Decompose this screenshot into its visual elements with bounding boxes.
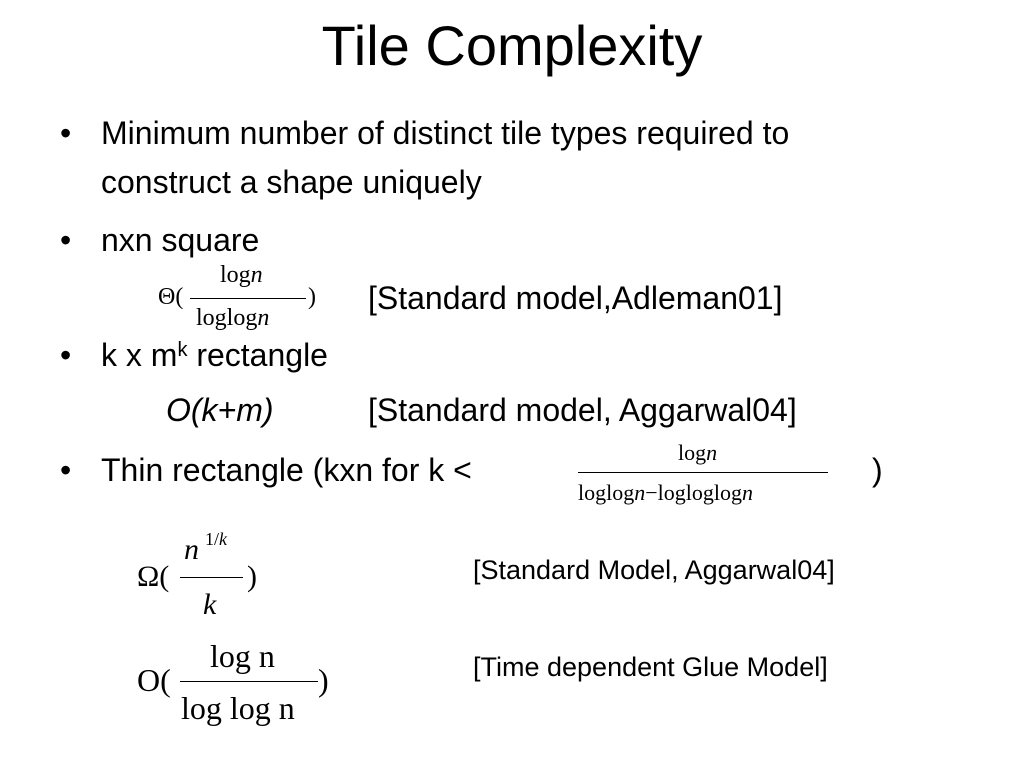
slide-title: Tile Complexity (321, 14, 703, 77)
fraction-bar (190, 298, 306, 299)
superscript-k: k (177, 339, 188, 361)
denominator-b: logloglog (657, 480, 742, 505)
fraction-bar (578, 472, 828, 473)
formula-suffix: ) (308, 284, 316, 310)
bullet-4-text: Thin rectangle (kxn for k < (101, 452, 472, 488)
denominator-a: loglog (578, 480, 635, 505)
bullet-3-text-a: k x m (101, 337, 178, 373)
formula-denominator: loglogn−logloglogn (578, 480, 753, 506)
citation-aggarwal04-a: [Standard model, Aggarwal04] (368, 392, 797, 428)
bullet-3-text: k x mk rectangle (101, 336, 328, 379)
bullet-1-line-1: Minimum number of distinct tile types re… (101, 115, 790, 151)
bullet-dot: • (60, 222, 72, 258)
formula-numerator: logn (678, 440, 717, 466)
numerator-var: n (184, 533, 199, 566)
bullet-1-line-2: construct a shape uniquely (101, 164, 482, 200)
bullet-dot: • (60, 337, 72, 373)
denominator-b-var: n (742, 480, 753, 505)
formula-numerator: log n (210, 638, 275, 674)
exponent-var: k (219, 529, 228, 549)
denominator-operator: − (645, 480, 658, 505)
numerator-text: log (678, 440, 707, 465)
formula-exponent: 1/k (205, 529, 227, 550)
citation-glue-model: [Time dependent Glue Model] (473, 652, 828, 682)
formula-prefix: Ω( (137, 560, 170, 593)
formula-denominator: loglogn (196, 305, 269, 332)
formula-denominator: k (203, 588, 216, 622)
fraction-bar (180, 577, 243, 578)
bullet-3-text-b: rectangle (187, 337, 328, 373)
citation-adleman01: [Standard model,Adleman01] (368, 280, 783, 316)
formula-numerator: n (184, 533, 199, 567)
numerator-var: n (706, 440, 718, 465)
bullet-dot: • (60, 452, 72, 488)
bullet-dot: • (60, 115, 72, 151)
denominator-var: k (203, 588, 217, 621)
bullet-2-text: nxn square (101, 222, 260, 258)
formula-suffix: ) (318, 662, 329, 698)
formula-prefix: O( (137, 662, 171, 698)
formula-o-k-plus-m: O(k+m) (166, 392, 274, 428)
formula-prefix: Θ( (158, 284, 184, 310)
fraction-bar (180, 681, 318, 682)
numerator-var: n (250, 262, 263, 288)
bullet-4-close-paren: ) (872, 452, 883, 488)
denominator-var: n (257, 305, 270, 331)
formula-denominator: log log n (181, 690, 295, 726)
denominator-a-var: n (634, 480, 646, 505)
formula-numerator: logn (220, 262, 263, 289)
exponent-text: 1/ (205, 529, 220, 549)
numerator-text: log (220, 262, 251, 288)
formula-suffix: ) (247, 560, 257, 593)
denominator-text: loglog (196, 305, 258, 331)
citation-aggarwal04-b: [Standard Model, Aggarwal04] (473, 555, 835, 585)
